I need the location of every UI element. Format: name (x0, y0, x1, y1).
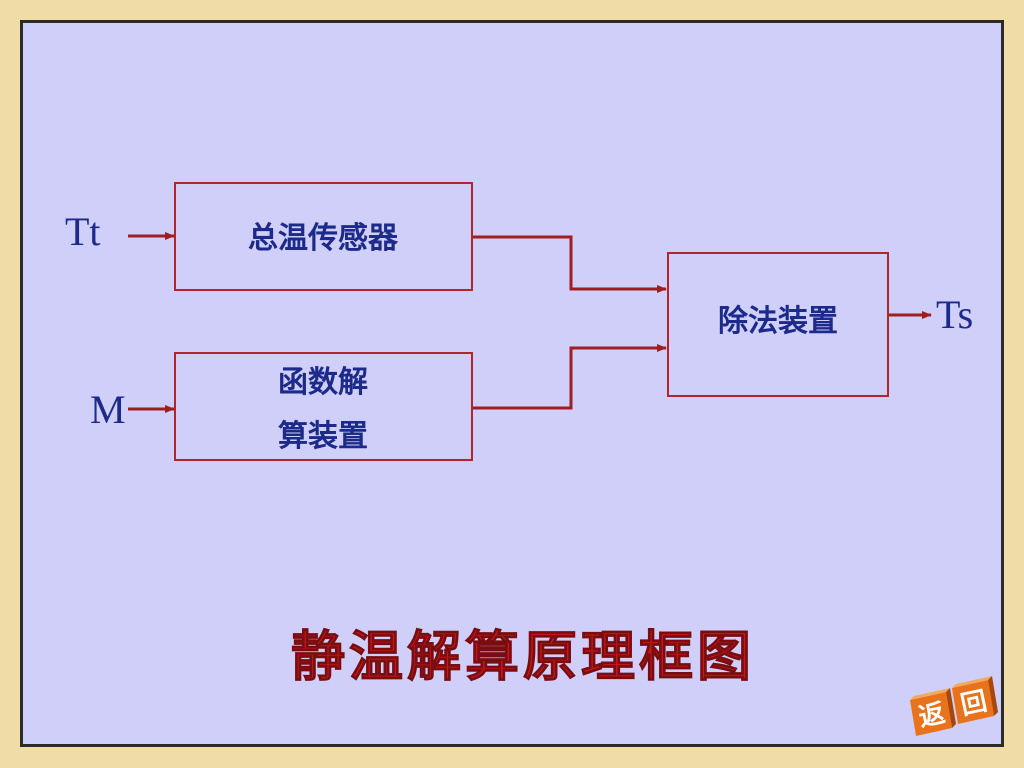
block-total-temp-sensor-label: 总温传感器 (248, 221, 399, 256)
block-function-solver-label-line1: 函数解 (278, 365, 368, 400)
slide-area (20, 20, 1004, 747)
return-block-2: 回 (952, 676, 998, 724)
diagram-caption: 静温解算原理框图 (291, 624, 755, 688)
return-label-2: 回 (958, 686, 990, 721)
block-function-solver-label-line2: 算装置 (278, 419, 368, 454)
input-label-m: M (90, 387, 126, 432)
block-divider (667, 252, 889, 397)
connector-solver-to-divider (473, 344, 667, 410)
connector-sensor-to-divider (473, 235, 667, 293)
return-block-1: 返 (910, 688, 956, 736)
block-function-solver (174, 352, 473, 461)
block-divider-label: 除法装置 (718, 304, 838, 339)
input-label-tt: Tt (65, 209, 101, 254)
output-label-ts: Ts (936, 292, 973, 337)
block-total-temp-sensor (174, 182, 473, 291)
return-label-1: 返 (916, 698, 948, 733)
return-button[interactable]: 返 回 (906, 676, 1002, 744)
